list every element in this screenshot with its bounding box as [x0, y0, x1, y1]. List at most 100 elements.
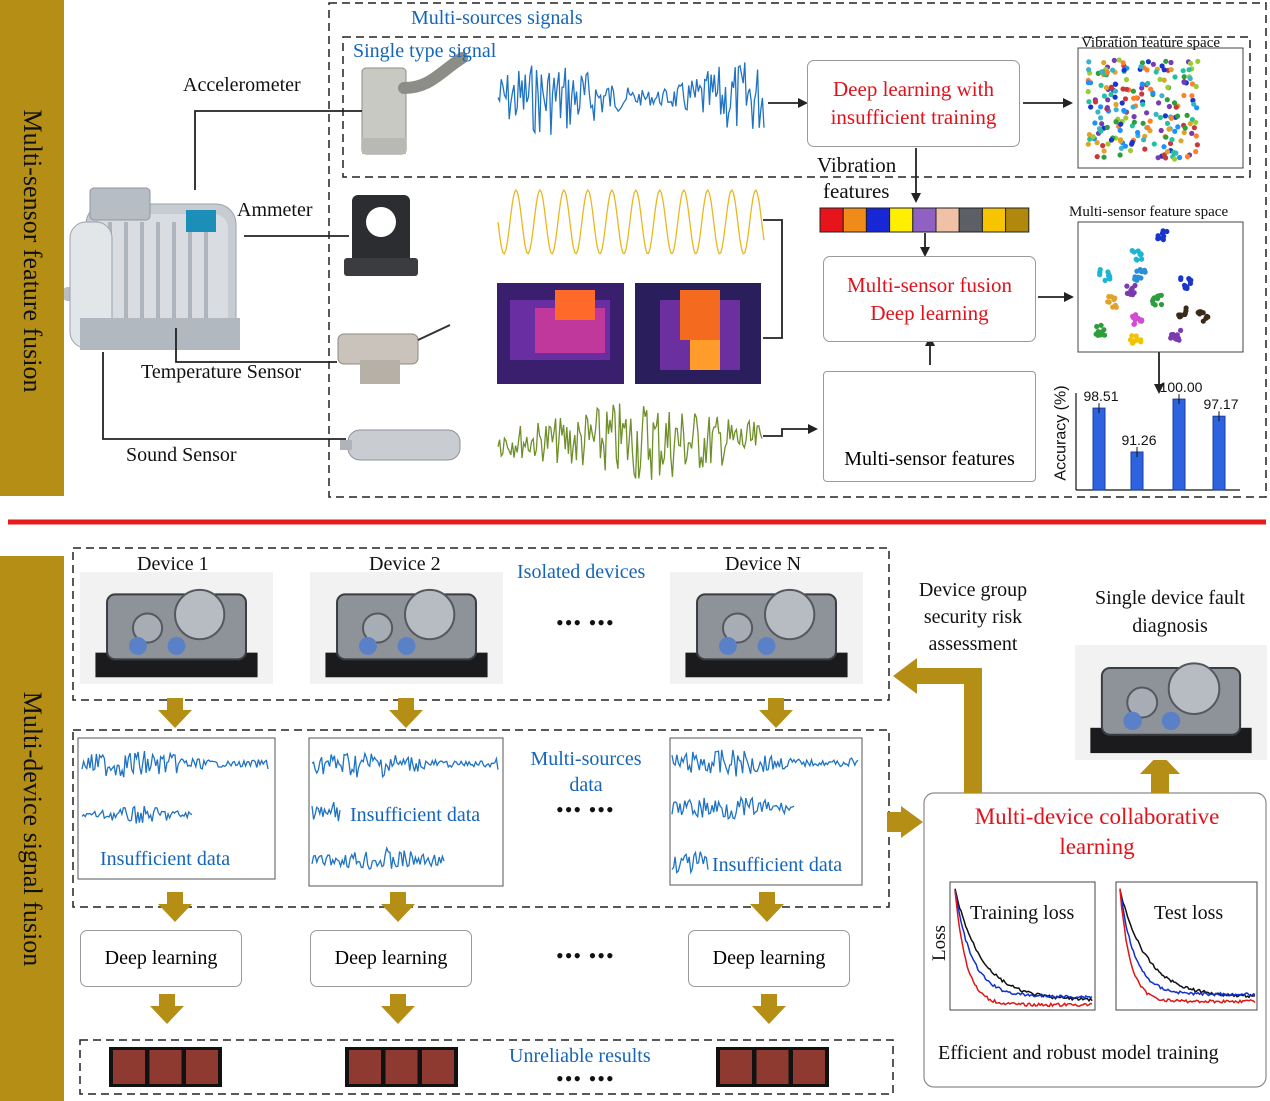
vibration-feature-point: [1151, 141, 1157, 147]
vibration-feature-point: [1098, 82, 1104, 88]
device1-results: [109, 1047, 222, 1087]
vibration-feature-point: [1101, 93, 1107, 99]
deviceN-insufficient-label: Insufficient data: [712, 854, 843, 876]
vibration-feature-point: [1193, 119, 1199, 125]
vibration-feature-point: [1094, 140, 1100, 146]
multi-sensor-feature-point: [1131, 321, 1138, 327]
gold-arrow-head: [381, 1006, 415, 1024]
vibration-feature-point: [1098, 128, 1104, 134]
vibration-feature-point: [1099, 121, 1105, 127]
deviceN-results: [716, 1047, 829, 1087]
device-2-label: Device 2: [369, 553, 441, 575]
vibration-feature-point: [1098, 104, 1104, 110]
gearbox-bearing-right: [757, 636, 776, 655]
result-cell: [149, 1050, 182, 1084]
unreliable-results-region: [79, 1039, 894, 1095]
vibration-feature-point: [1144, 110, 1150, 116]
isolated-devices-label: Isolated devices: [517, 561, 646, 583]
multi-sensor-feature-point: [1152, 302, 1158, 308]
sound-sensor-image: [340, 429, 461, 461]
vibration-feature-point: [1112, 94, 1118, 100]
vibration-feature-point: [1184, 112, 1190, 118]
multi-sensor-feature-point: [1105, 269, 1111, 275]
vibration-feature-cell: [935, 207, 960, 233]
multi-sensor-feature-point: [1158, 301, 1165, 308]
gold-arrow-shaft: [390, 892, 406, 906]
vibration-feature-point: [1123, 77, 1130, 83]
gold-arrow-head: [158, 710, 192, 728]
vibration-feature-point: [1187, 75, 1193, 82]
vibration-feature-point: [1191, 125, 1197, 131]
device1-image: [80, 572, 273, 684]
loss-axis-label: Loss: [928, 925, 950, 961]
vibration-feature-point: [1161, 144, 1167, 150]
accuracy-bar: [1092, 407, 1106, 491]
multi-sensor-feature-point: [1094, 323, 1100, 330]
dl-insufficient-box: Deep learning with insufficient training: [807, 60, 1020, 147]
gold-arrow-shaft: [167, 698, 183, 712]
multi-sensor-feature-point: [1160, 237, 1166, 243]
multi-sensor-feature-point: [1200, 310, 1206, 316]
bottom-section-bar: Multi-device signal fusion: [0, 556, 64, 1101]
vibration-feature-point: [1166, 103, 1172, 110]
vibration-feature-point: [1108, 84, 1114, 90]
gold-arrow-shaft: [759, 892, 775, 906]
deviceN-signal-2: [671, 795, 795, 820]
vibration-feature-point: [1171, 100, 1178, 106]
deep-learning-label-n: Deep learning: [712, 947, 826, 969]
vibration-feature-point: [1191, 101, 1197, 107]
vibration-feature-point: [1090, 134, 1096, 140]
fusion-line1: Multi-sensor fusion: [846, 273, 1013, 297]
vibration-feature-point: [1130, 104, 1136, 110]
vibration-feature-point: [1118, 121, 1124, 127]
motor-image: [62, 187, 240, 350]
vibration-feature-point: [1163, 58, 1169, 64]
multi-sensor-feature-point: [1156, 293, 1162, 299]
single-device-image: [1075, 645, 1267, 760]
train-loss-red: [954, 890, 1093, 1008]
gold-arrow-head: [759, 710, 793, 728]
vibration-feature-point: [1187, 121, 1193, 127]
vibration-feature-point: [1145, 59, 1151, 65]
vibration-feature-point: [1145, 80, 1151, 87]
vibration-feature-point: [1100, 143, 1106, 149]
vibration-feature-point: [1145, 125, 1151, 131]
group-risk-line1: Device group: [918, 579, 1028, 601]
multi-sensor-feature-point: [1137, 267, 1143, 273]
device-ellipsis: ••• •••: [556, 610, 615, 635]
thermal-image-left: [497, 283, 624, 384]
group-risk-line2: security risk: [923, 606, 1023, 628]
single-type-region: [342, 36, 1251, 178]
fusion-line2: Deep learning: [870, 301, 989, 325]
unreliable-results-label: Unreliable results: [509, 1045, 651, 1067]
vibration-feature-point: [1108, 91, 1114, 98]
gold-down-arrow: [759, 698, 793, 728]
vibration-feature-point: [1104, 69, 1111, 75]
gold-arrow-shaft: [390, 994, 406, 1008]
sound-sensor-label: Sound Sensor: [126, 444, 237, 466]
vibration-feature-point: [1156, 100, 1162, 106]
gold-down-arrow: [150, 994, 184, 1024]
vibration-feature-point: [1163, 134, 1169, 140]
vibration-feature-point: [1138, 64, 1144, 70]
vibration-feature-point: [1111, 57, 1117, 64]
vibration-feature-point: [1175, 113, 1181, 119]
gold-down-arrow: [381, 892, 415, 922]
vibration-feature-cell: [842, 207, 867, 233]
multi-sensor-feature-point: [1128, 287, 1134, 293]
vibration-feature-point: [1159, 63, 1165, 69]
vibration-feature-cell: [912, 207, 937, 233]
vibration-feature-point: [1172, 74, 1178, 80]
vibration-feature-point: [1157, 114, 1163, 121]
multi-sensor-feature-point: [1097, 267, 1103, 273]
deviceN-image: [670, 572, 863, 684]
device-1-label: Device 1: [137, 553, 209, 575]
multi-sensor-feature-point: [1170, 331, 1176, 338]
ammeter-image: [344, 195, 418, 276]
vibration-feature-point: [1148, 86, 1154, 92]
vibration-feature-point: [1172, 128, 1178, 134]
device2-results: [345, 1047, 458, 1087]
vibration-feature-point: [1140, 120, 1146, 126]
gold-down-arrow: [752, 994, 786, 1024]
multi-sources-region: [328, 2, 1267, 498]
